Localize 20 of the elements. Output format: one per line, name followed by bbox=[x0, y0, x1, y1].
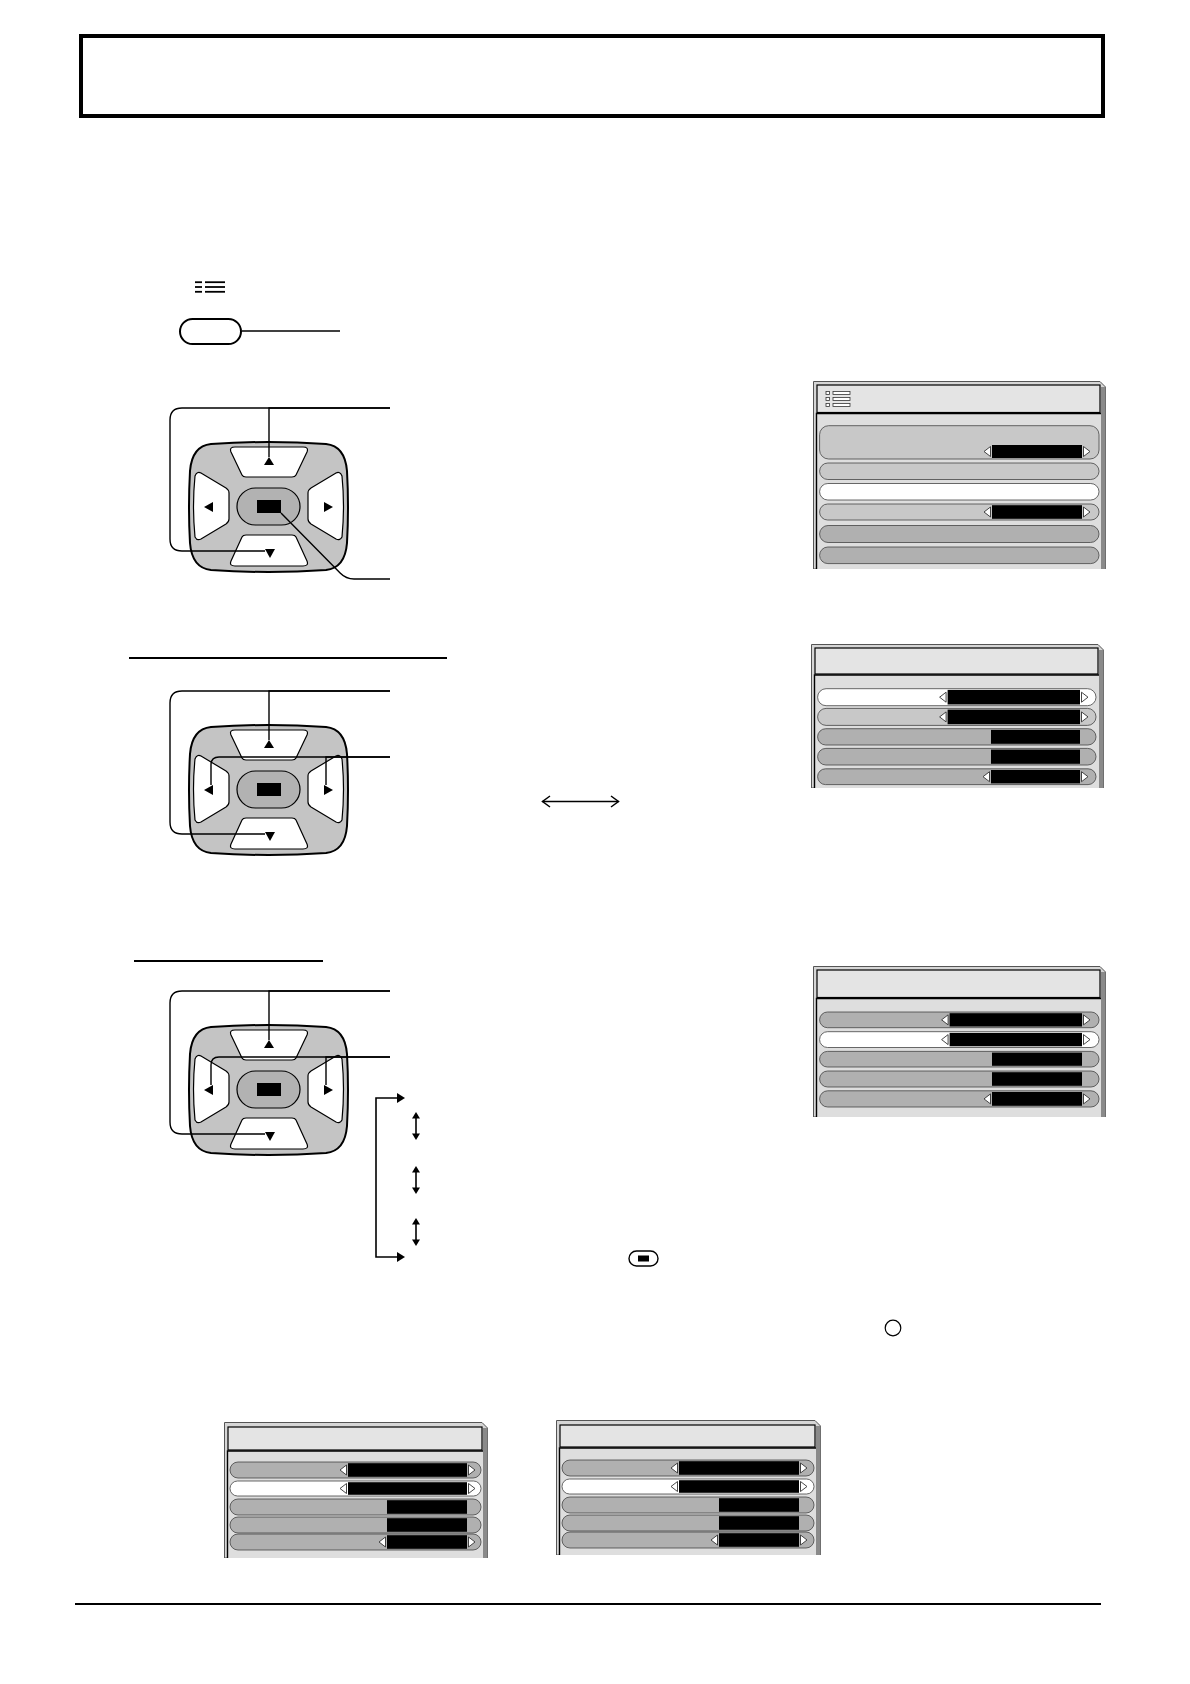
leader-line bbox=[241, 330, 341, 332]
up-arrow-icon bbox=[264, 457, 274, 465]
down-arrow-icon bbox=[265, 549, 275, 558]
right-arrow-icon bbox=[324, 785, 333, 795]
remote-button bbox=[179, 318, 242, 345]
leader-line bbox=[325, 1056, 391, 1086]
left-arrow-icon bbox=[204, 1085, 213, 1095]
right-arrow-icon bbox=[324, 1085, 333, 1095]
remote-control-pad bbox=[187, 724, 350, 856]
down-arrow-icon bbox=[265, 1132, 275, 1141]
rectangle-icon bbox=[257, 500, 281, 513]
up-arrow-icon bbox=[264, 1040, 274, 1048]
left-arrow-icon bbox=[204, 785, 213, 795]
leader-line bbox=[169, 990, 391, 1135]
up-arrow-icon bbox=[264, 740, 274, 748]
leader-line bbox=[169, 690, 391, 835]
remote-control-pad bbox=[187, 1024, 350, 1156]
remote-control-pad bbox=[187, 441, 350, 573]
leader-line bbox=[325, 756, 391, 786]
down-arrow-icon bbox=[265, 832, 275, 841]
